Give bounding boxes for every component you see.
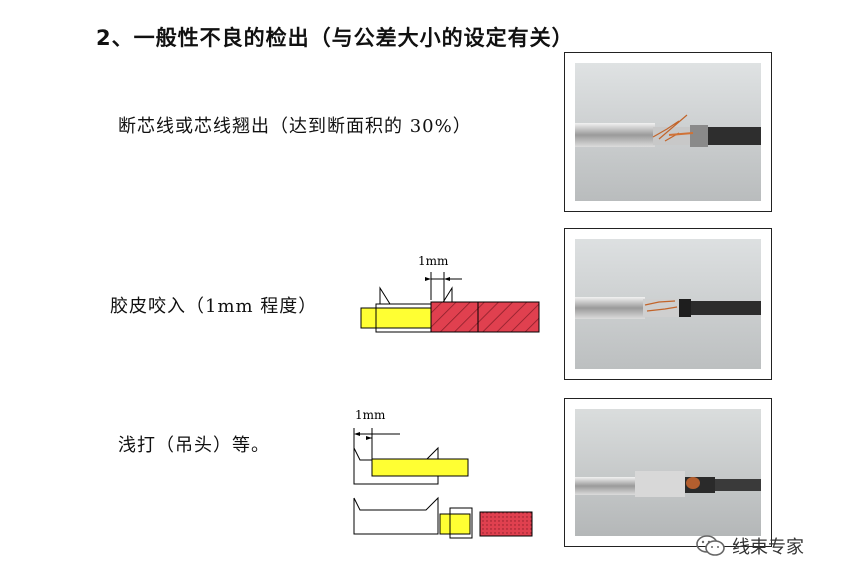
photo-insulation-bite <box>564 228 772 380</box>
insulation-bite-diagram: 1mm <box>360 254 540 333</box>
defect-label-broken-strands: 断芯线或芯线翘出（达到断面积的 30%） <box>118 116 472 137</box>
page-heading: 2、一般性不良的检出（与公差大小的设定有关） <box>96 26 574 50</box>
photo-shallow-crimp <box>564 398 772 547</box>
defect-label-shallow-crimp: 浅打（吊头）等。 <box>118 435 270 456</box>
watermark: 线束专家 <box>696 533 804 559</box>
photo-broken-strands <box>564 52 772 212</box>
wechat-icon <box>696 535 726 557</box>
shallow-crimp-diagram: 1mm <box>353 408 533 539</box>
defect-label-insulation-bite: 胶皮咬入（1mm 程度） <box>110 296 318 317</box>
dimension-label: 1mm <box>355 408 386 422</box>
shallow-crimp-photo <box>575 409 761 536</box>
watermark-text: 线束专家 <box>732 537 804 558</box>
dimension-label: 1mm <box>418 254 449 268</box>
insulation-bite-photo <box>575 239 761 369</box>
broken-strands-photo <box>575 63 761 201</box>
